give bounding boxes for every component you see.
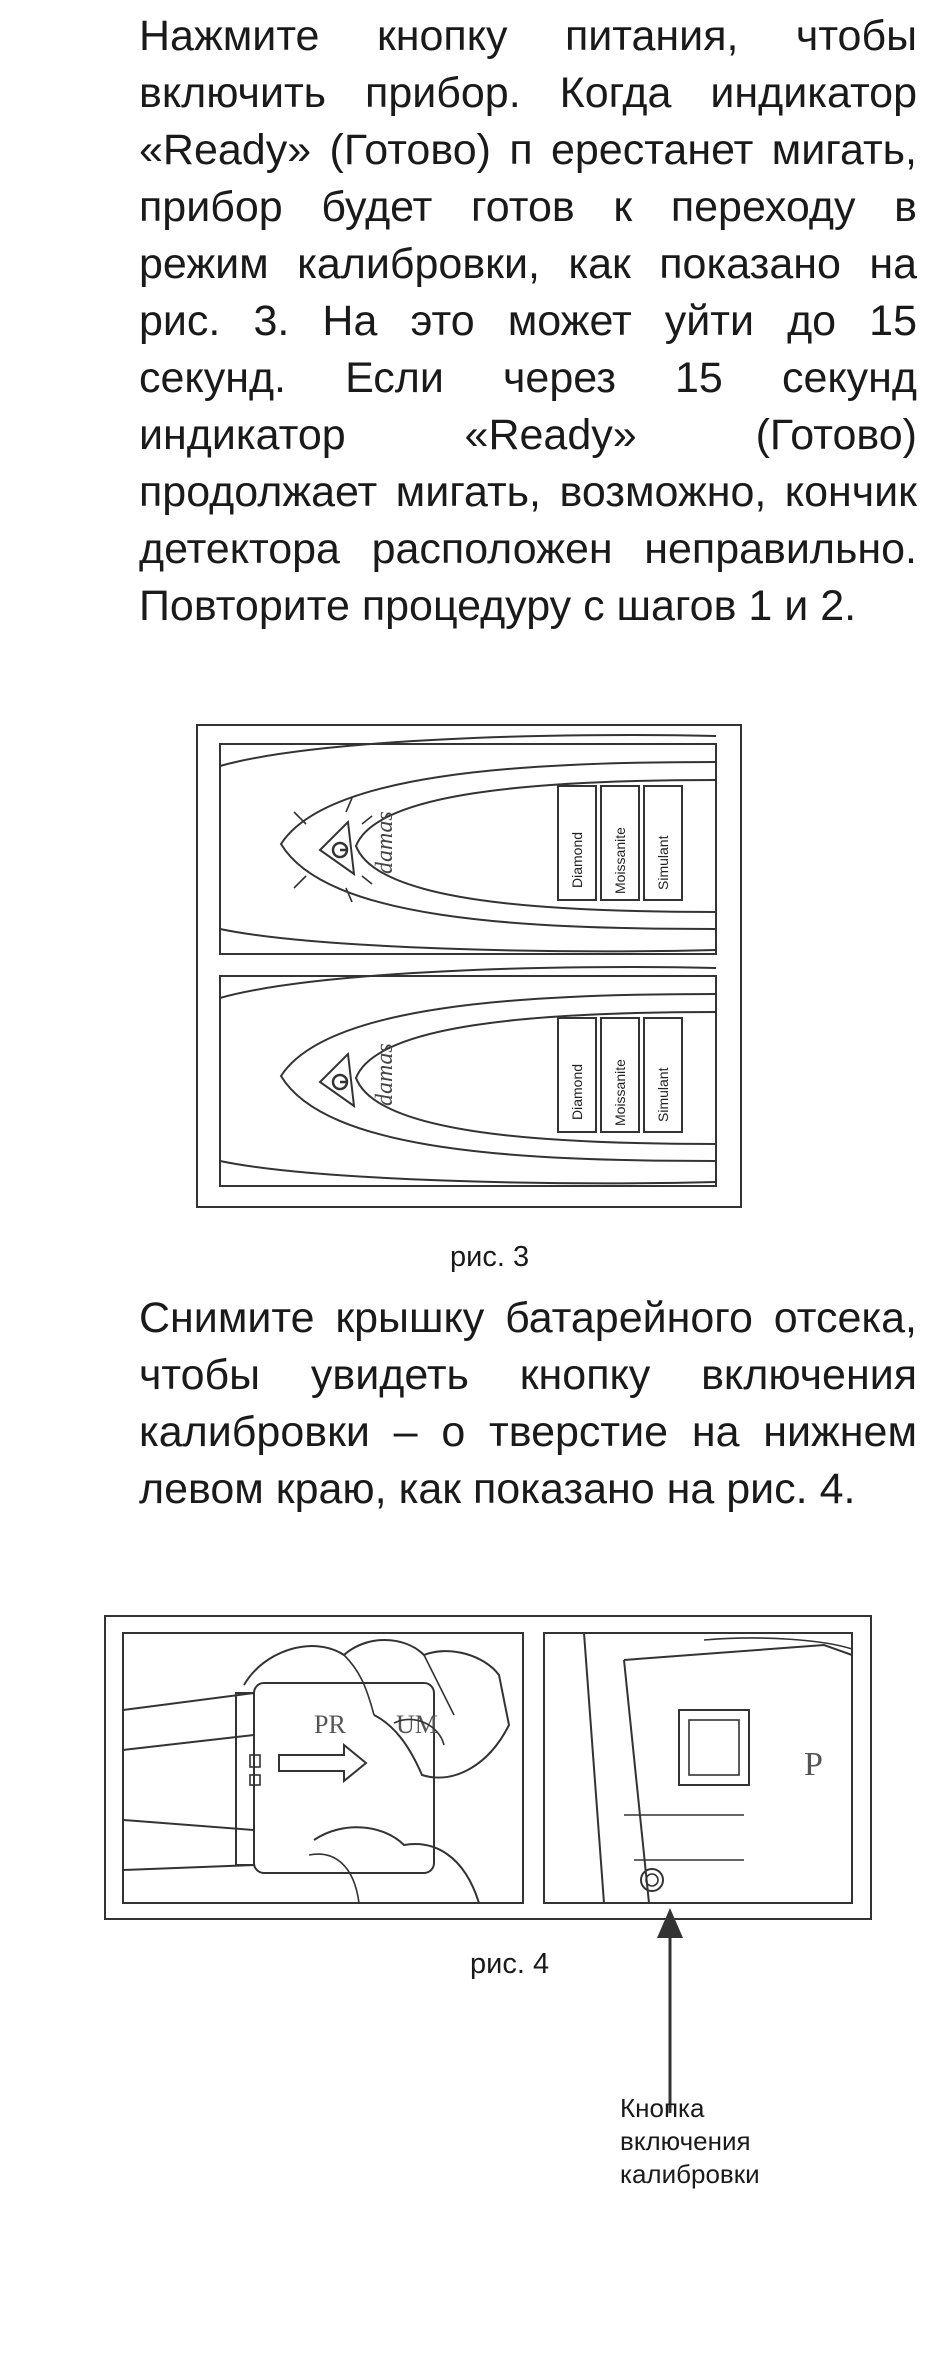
instruction-paragraph-power: Нажмите кнопку питания, чтобы включить п… — [139, 12, 917, 630]
callout-line-3: калибровки — [620, 2159, 760, 2189]
callout-arrow — [657, 1908, 683, 2113]
label-diamond-top: Diamond — [569, 832, 585, 888]
calibration-button-callout: Кнопка включения калибровки — [620, 2092, 820, 2191]
figure-4-battery-compartment: PR UM P — [104, 1615, 872, 1920]
figure-3-device-panels: damas Diamond Moissanite Simulant damas … — [196, 724, 742, 1208]
callout-line-1: Кнопка — [620, 2093, 705, 2123]
figure-4-caption: рис. 4 — [470, 1948, 550, 1980]
brand-text-top: damas — [372, 811, 398, 874]
label-moissanite-top: Moissanite — [612, 827, 628, 894]
instruction-paragraph-battery: Снимите крышку батарейного отсека, чтобы… — [139, 1294, 917, 1513]
callout-line-2: включения — [620, 2126, 751, 2156]
panel-ready-indicator: damas Diamond Moissanite Simulant — [219, 965, 717, 1187]
brand-text-bottom: damas — [372, 1043, 398, 1106]
label-simulant-bottom: Simulant — [655, 1067, 671, 1122]
label-simulant-top: Simulant — [655, 835, 671, 890]
device-logo-left-end: UM — [396, 1710, 438, 1739]
panel-remove-cover: PR UM — [122, 1632, 524, 1904]
figure-3-caption: рис. 3 — [450, 1241, 530, 1273]
device-logo-left-start: PR — [314, 1710, 346, 1739]
label-moissanite-bottom: Moissanite — [612, 1059, 628, 1126]
panel-blinking-indicator: damas Diamond Moissanite Simulant — [219, 733, 717, 955]
label-diamond-bottom: Diamond — [569, 1064, 585, 1120]
panel-open-compartment: P — [543, 1632, 853, 1904]
device-logo-right: P — [804, 1746, 823, 1783]
